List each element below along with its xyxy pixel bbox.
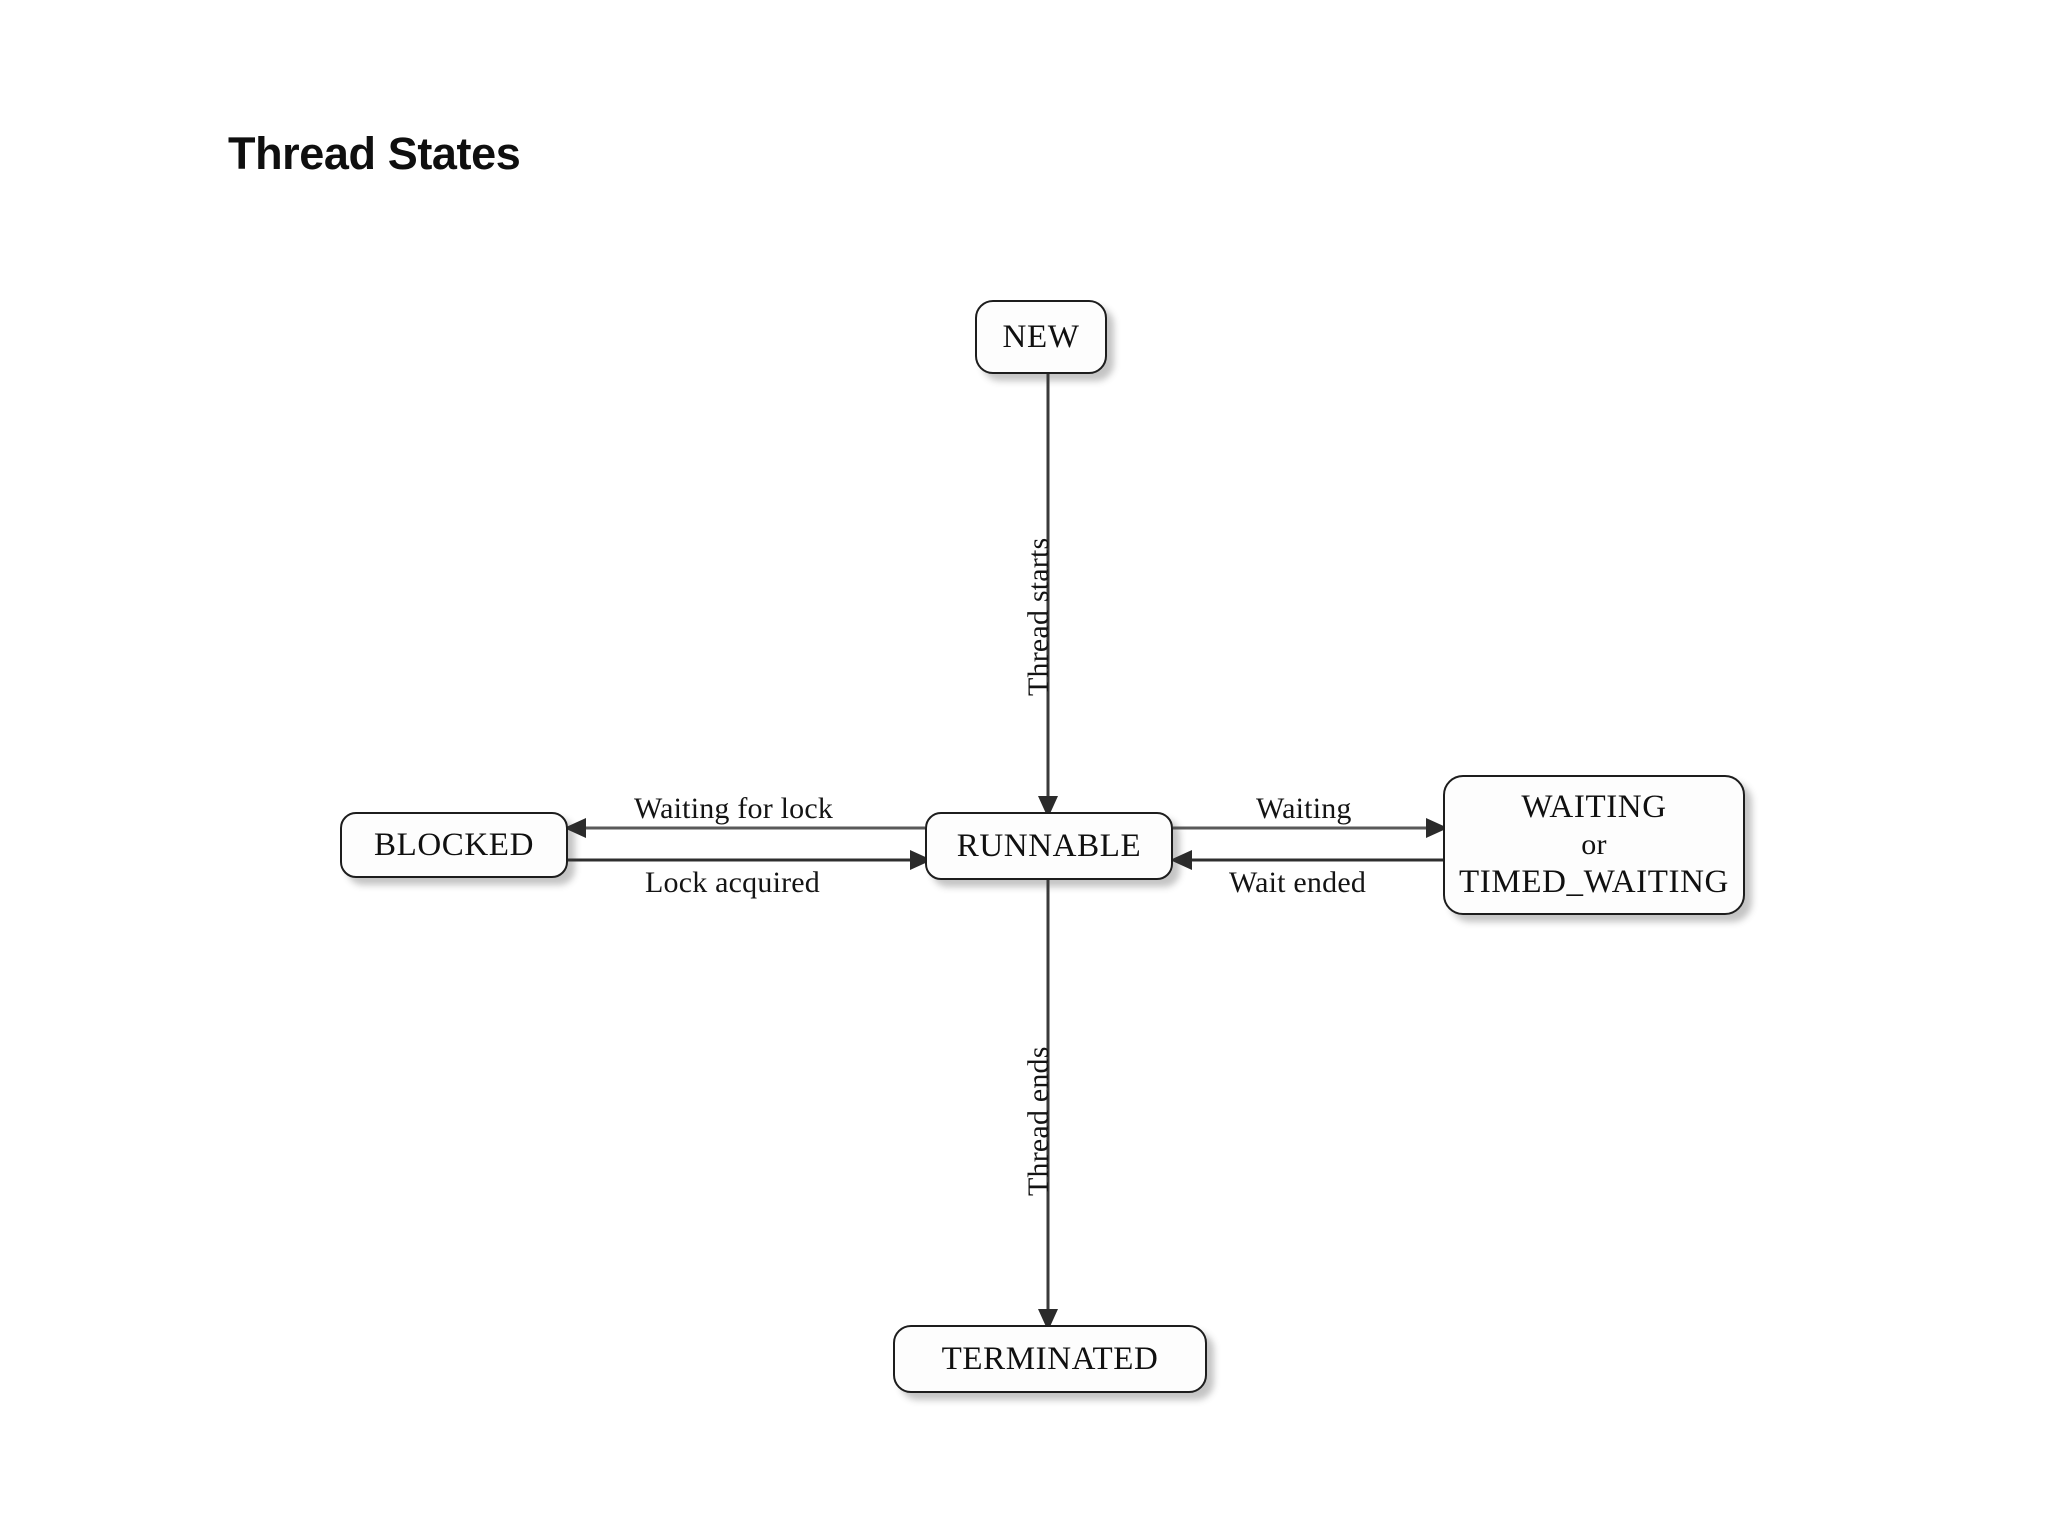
state-node-new[interactable]: NEW [975, 300, 1107, 374]
edge-label-waiting: Waiting [1256, 792, 1352, 825]
state-node-waiting[interactable]: WAITING or TIMED_WAITING [1443, 775, 1745, 915]
state-node-waiting-label-line1: WAITING [1521, 789, 1667, 826]
page-title: Thread States [228, 128, 521, 179]
edge-runnable-to-terminated [1038, 880, 1058, 1331]
edge-label-lock-acquired: Lock acquired [645, 866, 821, 899]
state-node-terminated[interactable]: TERMINATED [893, 1325, 1207, 1393]
state-node-terminated-label: TERMINATED [941, 1340, 1159, 1377]
edge-blocked-to-runnable [568, 850, 932, 870]
state-node-new-label: NEW [1002, 318, 1080, 355]
edge-label-thread-ends: Thread ends [1022, 1046, 1055, 1196]
state-node-waiting-label-line2: or [1581, 828, 1607, 862]
state-node-blocked[interactable]: BLOCKED [340, 812, 568, 878]
state-node-runnable-label: RUNNABLE [956, 827, 1142, 864]
edge-label-waiting-for-lock: Waiting for lock [634, 792, 834, 825]
state-node-blocked-label: BLOCKED [373, 826, 535, 863]
state-node-runnable[interactable]: RUNNABLE [925, 812, 1173, 880]
edge-runnable-to-waiting [1173, 818, 1448, 838]
state-node-waiting-label-line3: TIMED_WAITING [1459, 863, 1729, 900]
edge-label-thread-starts: Thread starts [1022, 537, 1055, 696]
edge-waiting-to-runnable [1170, 850, 1443, 870]
edge-label-wait-ended: Wait ended [1229, 866, 1367, 899]
edge-runnable-to-blocked [564, 818, 925, 838]
edge-new-to-runnable [1038, 374, 1058, 818]
